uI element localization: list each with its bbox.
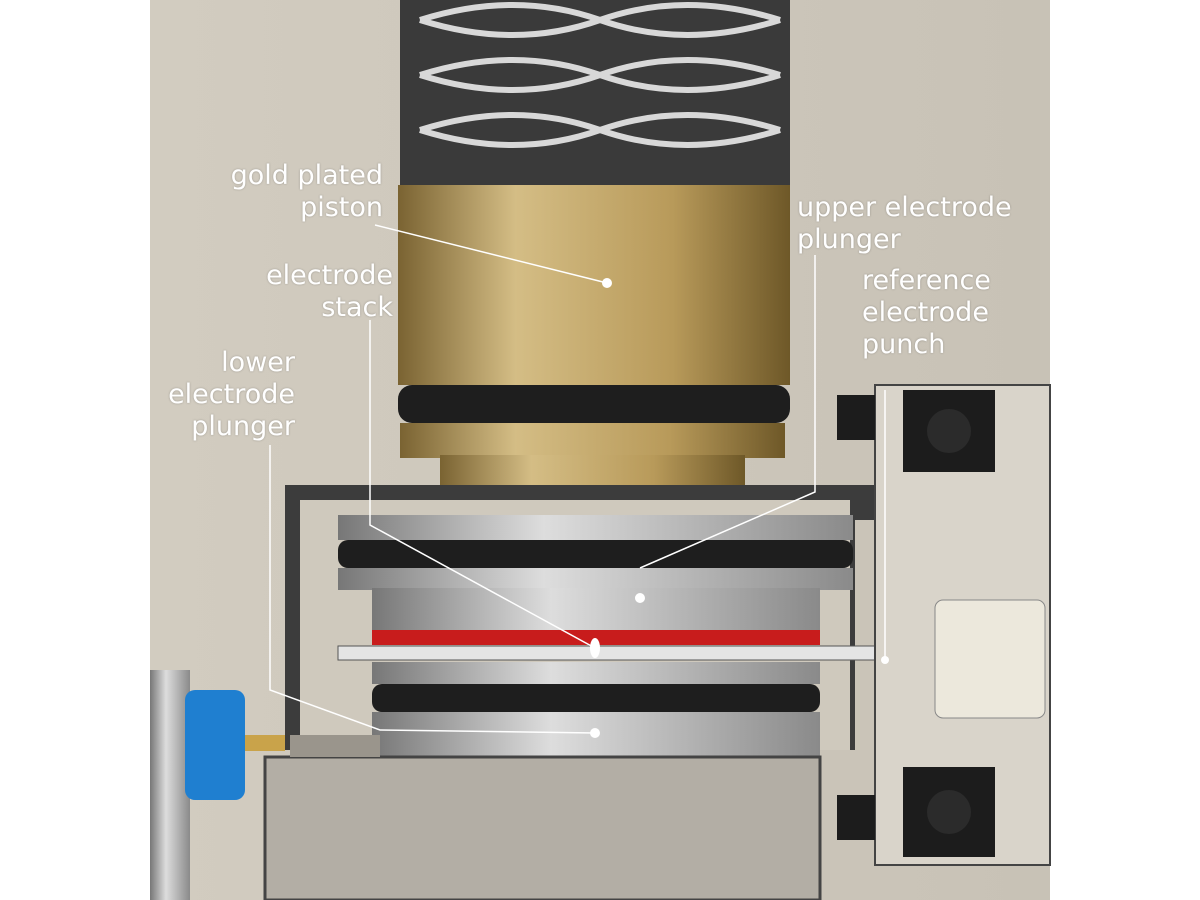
upper-electrode-plunger — [372, 588, 820, 633]
gold-pin — [245, 735, 285, 751]
dot-reference — [881, 656, 889, 664]
upper-plunger-top — [338, 515, 853, 540]
gold-piston — [398, 185, 790, 385]
leader-lines — [269, 224, 886, 734]
leader-upper — [639, 255, 816, 569]
lower-plunger-ring — [372, 662, 820, 684]
upper-plunger-ring — [338, 568, 853, 590]
piston-oring — [398, 385, 790, 423]
label-electrode-stack: electrode stack — [266, 260, 393, 323]
dot-upper — [635, 593, 645, 603]
upper-screw-head-icon — [927, 409, 971, 453]
label-lower-electrode-plunger: lower electrode plunger — [168, 347, 295, 442]
upper-clamp — [837, 395, 875, 440]
reference-electrode-punch — [337, 645, 929, 661]
upper-oring — [338, 540, 853, 568]
base-plate — [290, 735, 380, 757]
separator — [372, 630, 820, 645]
lower-screw-head-icon — [927, 790, 971, 834]
leader-stack — [369, 320, 596, 649]
label-gold-plated-piston: gold plated piston — [230, 160, 383, 223]
dot-stack — [590, 638, 600, 658]
lower-oring — [372, 684, 820, 712]
dot-piston — [602, 278, 612, 288]
dot-lower — [590, 728, 600, 738]
left-spring-connector — [150, 670, 190, 900]
leader-lower — [269, 445, 596, 734]
leader-piston — [374, 224, 608, 284]
piston-lower — [400, 423, 785, 458]
label-upper-electrode-plunger: upper electrode plunger — [797, 192, 1012, 255]
label-reference-electrode-punch: reference electrode punch — [862, 265, 991, 360]
base-block — [263, 755, 822, 900]
blue-connector — [185, 690, 245, 800]
reference-cylinder — [934, 599, 1046, 719]
lower-clamp — [837, 795, 875, 840]
spring-washers — [419, 2, 781, 148]
